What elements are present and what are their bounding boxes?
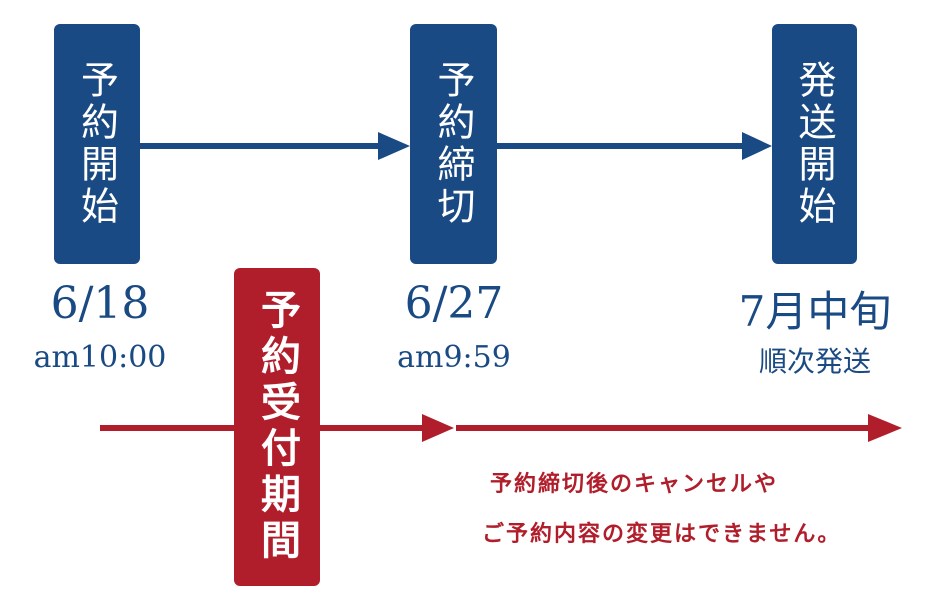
date-start: 6/18 (50, 278, 150, 329)
date-deadline: 6/27 (404, 278, 504, 329)
period-label: 予約受付期間 (254, 289, 300, 565)
step-box-start: 予約開始 (54, 24, 140, 264)
arrowhead-icon (422, 414, 454, 442)
time-shipping: 順次発送 (758, 345, 871, 378)
notice-line-1: 予約締切後のキャンセルや (490, 471, 779, 497)
step-label: 予約開始 (74, 60, 119, 228)
arrowhead-icon (868, 414, 902, 442)
date-shipping: 7月中旬 (738, 287, 892, 336)
time-start: am10:00 (33, 340, 167, 375)
period-box: 予約受付期間 (234, 268, 320, 586)
step-label: 発送開始 (792, 60, 836, 228)
step-box-shipping: 発送開始 (772, 24, 857, 264)
time-deadline: am9:59 (397, 340, 511, 375)
notice-line-2: ご予約内容の変更はできません。 (482, 521, 842, 547)
arrowhead-icon (742, 132, 772, 160)
step-box-deadline: 予約締切 (410, 24, 497, 264)
step-label: 予約締切 (431, 60, 475, 228)
arrowhead-icon (378, 132, 410, 160)
